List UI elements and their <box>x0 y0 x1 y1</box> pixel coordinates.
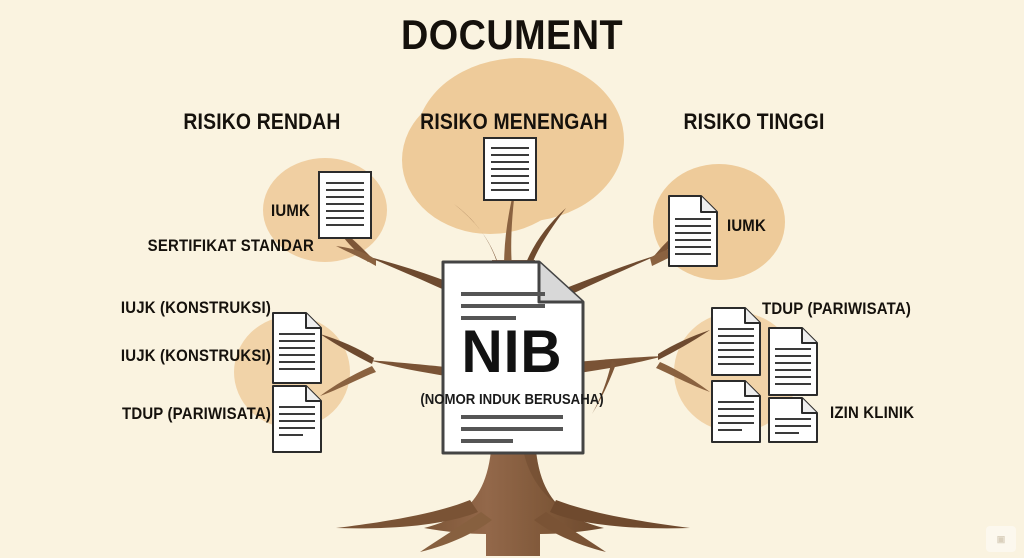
branch-medium-main <box>504 182 516 268</box>
branch-low-upper-tip-b <box>336 246 376 266</box>
label-high-tdup: TDUP (PARIWISATA) <box>762 299 911 318</box>
label-low-iujk-1: IUJK (KONSTRUKSI) <box>120 298 271 317</box>
document-low-3 <box>272 385 322 453</box>
document-nib <box>441 260 585 455</box>
document-high-3 <box>768 327 818 396</box>
label-high-iumk: IUMK <box>727 216 766 235</box>
nib-title: NIB <box>461 318 563 385</box>
label-low-iujk-2: IUJK (KONSTRUKSI) <box>120 346 271 365</box>
document-high-2 <box>711 307 761 376</box>
branch-low-lower-tip-a <box>320 334 374 364</box>
branch-high-lower-tip-c <box>592 360 616 414</box>
document-high-5 <box>768 397 818 443</box>
page-title: DOCUMENT <box>401 11 623 58</box>
header-risiko-menengah: RISIKO MENENGAH <box>420 109 608 134</box>
document-high-4 <box>711 380 761 443</box>
label-low-tdup: TDUP (PARIWISATA) <box>122 404 271 423</box>
header-risiko-tinggi: RISIKO TINGGI <box>683 109 825 134</box>
watermark-icon: ▣ <box>986 526 1016 552</box>
label-high-izin-klinik: IZIN KLINIK <box>830 403 915 422</box>
branch-medium-right <box>524 208 566 270</box>
document-high-1 <box>668 195 718 267</box>
branch-high-lower-tip-a <box>658 330 710 360</box>
branch-high-lower-tip-b <box>656 362 710 392</box>
label-low-sertifikat-standar: SERTIFIKAT STANDAR <box>147 236 314 255</box>
nib-subtitle: (NOMOR INDUK BERUSAHA) <box>420 391 604 408</box>
document-low-1 <box>318 171 372 239</box>
document-low-2 <box>272 312 322 384</box>
header-risiko-rendah: RISIKO RENDAH <box>183 109 341 134</box>
document-medium-1 <box>483 137 537 201</box>
label-low-iumk: IUMK <box>271 201 310 220</box>
branch-low-lower-tip-b <box>320 366 376 396</box>
